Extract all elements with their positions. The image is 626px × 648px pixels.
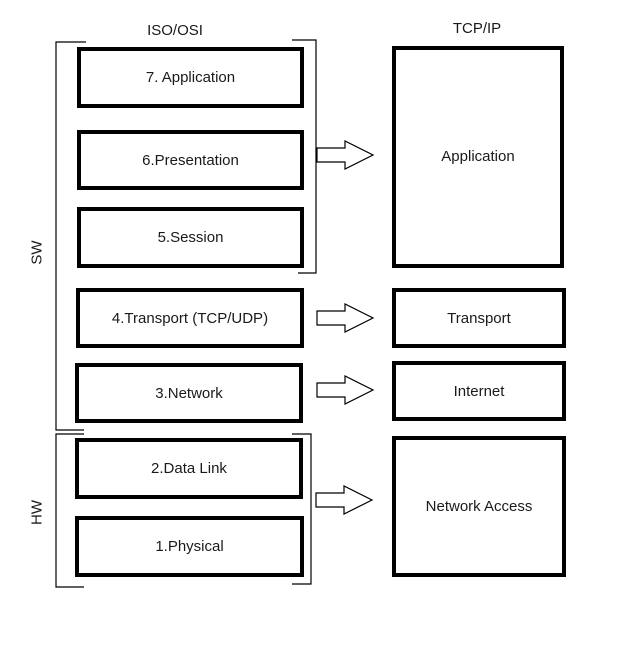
arrow-network-access xyxy=(315,485,374,515)
arrow-transport xyxy=(316,303,375,333)
hw-bracket xyxy=(55,433,84,588)
tcpip-layer-internet: Internet xyxy=(392,361,566,421)
hw-label: HW xyxy=(28,500,46,525)
tcpip-layer-application: Application xyxy=(392,46,564,268)
osi-layer-data-link: 2.Data Link xyxy=(75,438,303,499)
osi-heading: ISO/OSI xyxy=(147,22,203,39)
arrow-internet xyxy=(316,375,375,405)
osi-layer-application: 7. Application xyxy=(77,47,304,108)
upper-layers-bracket xyxy=(292,39,317,274)
tcpip-layer-transport: Transport xyxy=(392,288,566,348)
lower-layers-bracket xyxy=(292,433,312,585)
sw-label: SW xyxy=(28,240,46,265)
osi-layer-physical: 1.Physical xyxy=(75,516,304,577)
osi-layer-session: 5.Session xyxy=(77,207,304,268)
arrow-application xyxy=(316,140,375,170)
tcpip-heading: TCP/IP xyxy=(452,20,502,37)
tcpip-layer-network-access: Network Access xyxy=(392,436,566,577)
sw-bracket xyxy=(55,41,86,431)
osi-layer-transport: 4.Transport (TCP/UDP) xyxy=(76,288,304,348)
osi-layer-network: 3.Network xyxy=(75,363,303,423)
osi-layer-presentation: 6.Presentation xyxy=(77,130,304,190)
